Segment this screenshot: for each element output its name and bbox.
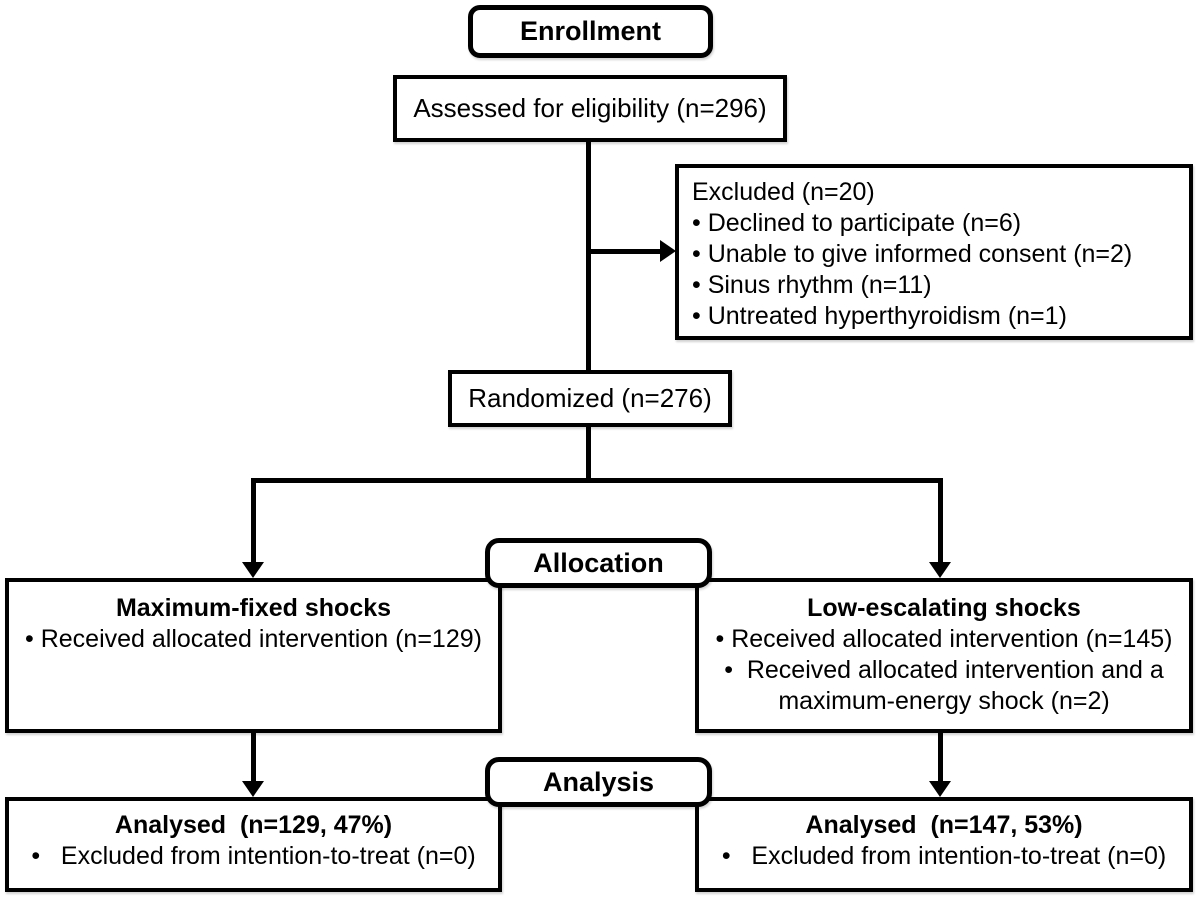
bullet-item: • Received allocated intervention and a …	[724, 656, 1171, 715]
connector-randomized-to-branch	[586, 425, 591, 483]
connector-branch-right-drop	[938, 478, 943, 563]
analysis-stage-text: Analysis	[542, 766, 655, 797]
randomized-box: Randomized (n=276)	[448, 370, 732, 427]
arrowhead-excluded-icon	[660, 240, 676, 262]
assessed-box: Assessed for eligibility (n=296)	[393, 75, 787, 142]
allocation-stage-label: Allocation	[485, 538, 712, 588]
bullet-item: • Received allocated intervention (n=145…	[715, 625, 1173, 653]
connector-branch-horizontal	[252, 478, 943, 483]
analysis-stage-label: Analysis	[485, 757, 712, 807]
analysed-right-items: • Excluded from intention-to-treat (n=0)	[713, 841, 1175, 872]
arrowhead-alloc-right-icon	[929, 562, 951, 578]
analysed-left-items: • Excluded from intention-to-treat (n=0)	[23, 841, 484, 872]
excluded-items: • Declined to participate (n=6) • Unable …	[692, 208, 1177, 332]
bullet-item: • Excluded from intention-to-treat (n=0)	[31, 842, 476, 870]
arrowhead-analysis-left-icon	[242, 781, 264, 797]
enrollment-stage-label: Enrollment	[468, 5, 713, 58]
bullet-item: • Sinus rhythm (n=11)	[692, 271, 932, 299]
connector-alloc-right-to-analysis	[938, 733, 943, 782]
arm-right-title: Low-escalating shocks	[807, 594, 1081, 622]
enrollment-stage-text: Enrollment	[519, 16, 661, 46]
arm-right-items: • Received allocated intervention (n=145…	[713, 624, 1175, 717]
randomized-text: Randomized (n=276)	[468, 383, 712, 413]
excluded-box: Excluded (n=20) • Declined to participat…	[675, 164, 1193, 340]
analysed-right-title: Analysed (n=147, 53%)	[805, 811, 1083, 839]
bullet-item: • Untreated hyperthyroidism (n=1)	[692, 302, 1067, 330]
excluded-title: Excluded (n=20)	[692, 178, 875, 206]
arm-left-items: • Received allocated intervention (n=129…	[23, 624, 484, 655]
analysed-left-title: Analysed (n=129, 47%)	[114, 811, 393, 839]
assessed-text: Assessed for eligibility (n=296)	[413, 93, 767, 123]
connector-assessed-to-randomized	[586, 140, 591, 372]
bullet-item: • Unable to give informed consent (n=2)	[692, 240, 1133, 268]
analysed-left-box: Analysed (n=129, 47%) • Excluded from in…	[5, 797, 502, 892]
connector-to-excluded	[588, 249, 661, 254]
connector-alloc-left-to-analysis	[251, 733, 256, 782]
bullet-item: • Declined to participate (n=6)	[692, 209, 1022, 237]
arrowhead-analysis-right-icon	[929, 781, 951, 797]
arm-low-escalating-shocks-box: Low-escalating shocks • Received allocat…	[695, 578, 1193, 733]
arrowhead-alloc-left-icon	[242, 562, 264, 578]
connector-branch-left-drop	[251, 478, 256, 563]
bullet-item: • Received allocated intervention (n=129…	[25, 625, 482, 653]
arm-maximum-fixed-shocks-box: Maximum-fixed shocks • Received allocate…	[5, 578, 502, 733]
allocation-stage-text: Allocation	[533, 547, 664, 578]
bullet-item: • Excluded from intention-to-treat (n=0)	[721, 842, 1167, 870]
arm-left-title: Maximum-fixed shocks	[115, 594, 392, 622]
analysed-right-box: Analysed (n=147, 53%) • Excluded from in…	[695, 797, 1193, 892]
